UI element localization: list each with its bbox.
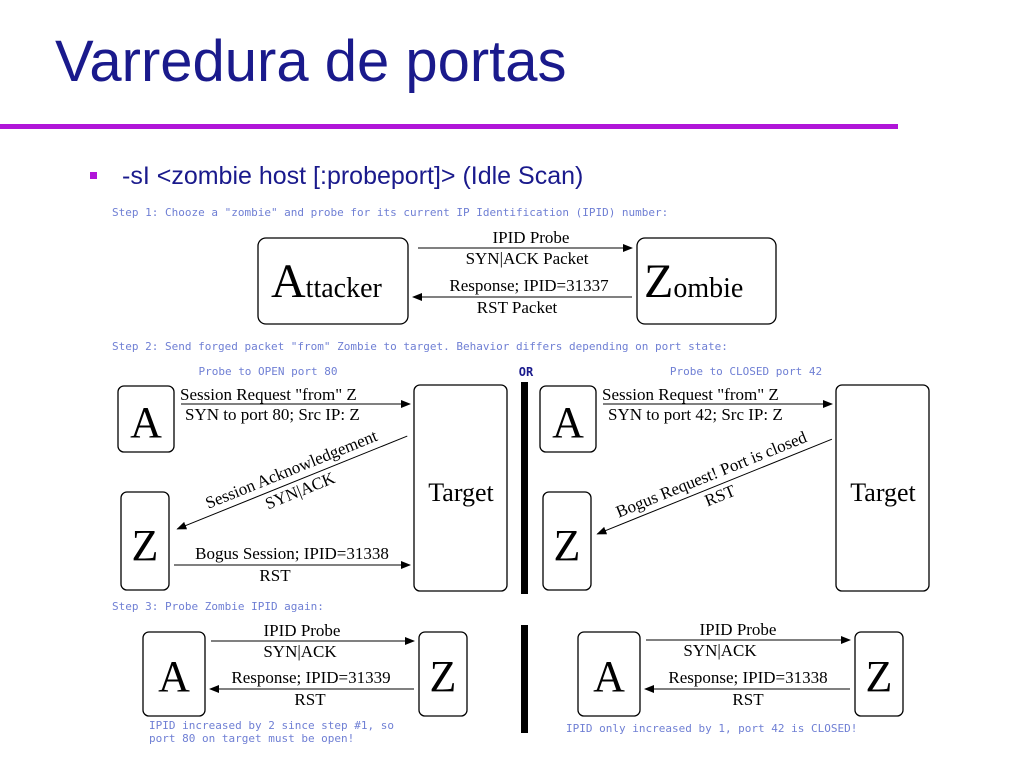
right-step3-probe-label: IPID Probe [700,620,777,639]
step1-probe-packet: SYN|ACK Packet [466,249,589,268]
left-step3-probe-packet: SYN|ACK [263,642,337,661]
open-target-label: Target [428,478,494,507]
left-step3-response-packet: RST [294,690,326,709]
closed-target-label: Target [850,478,916,507]
closed-request-label: Session Request "from" Z [602,385,779,404]
right-conclusion: IPID only increased by 1, port 42 is CLO… [566,722,857,735]
left-step3-response-label: Response; IPID=31339 [231,668,390,687]
step2-header: Step 2: Send forged packet "from" Zombie… [112,340,728,353]
closed-zombie-label: Z [554,521,581,570]
step1-response-label: Response; IPID=31337 [449,276,609,295]
left-step3-attacker-label: A [158,652,190,701]
right-step3-zombie-box [854,631,904,717]
step2-separator [521,382,528,594]
step1-header: Step 1: Chooze a "zombie" and probe for … [112,206,668,219]
open-attacker-label: A [130,398,162,447]
open-ack-group: Session Acknowledgement SYN|ACK [176,426,408,530]
open-zombie-label: Z [132,521,159,570]
open-zombie-box [120,491,170,591]
title-divider [0,124,898,129]
bullet-square-icon [90,172,97,179]
step3-separator [521,625,528,733]
closed-port-caption: Probe to CLOSED port 42 [670,365,822,378]
attacker-box [257,237,409,325]
right-step3-response-label: Response; IPID=31338 [668,668,827,687]
open-attacker-box [117,385,175,453]
open-bogus-label: Bogus Session; IPID=31338 [195,544,389,563]
bullet-text: -sI <zombie host [:probeport]> (Idle Sca… [122,162,584,190]
closed-zombie-box [542,491,592,591]
left-step3-zombie-label: Z [430,652,457,701]
step1-probe-label: IPID Probe [493,228,570,247]
open-request-packet: SYN to port 80; Src IP: Z [185,405,360,424]
attacker-label: Attacker [271,255,383,308]
left-conclusion-line2: port 80 on target must be open! [149,732,354,745]
closed-target-box [835,384,930,592]
step3-header: Step 3: Probe Zombie IPID again: [112,600,324,613]
open-ack-arrow [176,435,408,530]
left-step3-attacker-box [142,631,206,717]
left-conclusion-line1: IPID increased by 2 since step #1, so [149,719,394,732]
closed-request-packet: SYN to port 42; Src IP: Z [608,405,783,424]
open-target-box [413,384,508,592]
closed-attacker-box [539,385,597,453]
step1-response-packet: RST Packet [477,298,558,317]
closed-rst-group: Bogus Request! Port is closed RST [596,427,833,535]
right-step3-probe-packet: SYN|ACK [683,641,757,660]
left-step3-zombie-box [418,631,468,717]
left-step3-probe-label: IPID Probe [264,621,341,640]
closed-rst-arrow [596,438,833,535]
or-label: OR [519,365,534,379]
right-step3-response-packet: RST [732,690,764,709]
right-step3-attacker-label: A [593,652,625,701]
open-port-caption: Probe to OPEN port 80 [198,365,337,378]
zombie-box [636,237,777,325]
zombie-label: Zombie [644,255,743,308]
closed-attacker-label: A [552,398,584,447]
right-step3-attacker-box [577,631,641,717]
open-request-label: Session Request "from" Z [180,385,357,404]
right-step3-zombie-label: Z [866,652,893,701]
slide-title: Varredura de portas [55,29,567,94]
open-bogus-packet: RST [259,566,291,585]
